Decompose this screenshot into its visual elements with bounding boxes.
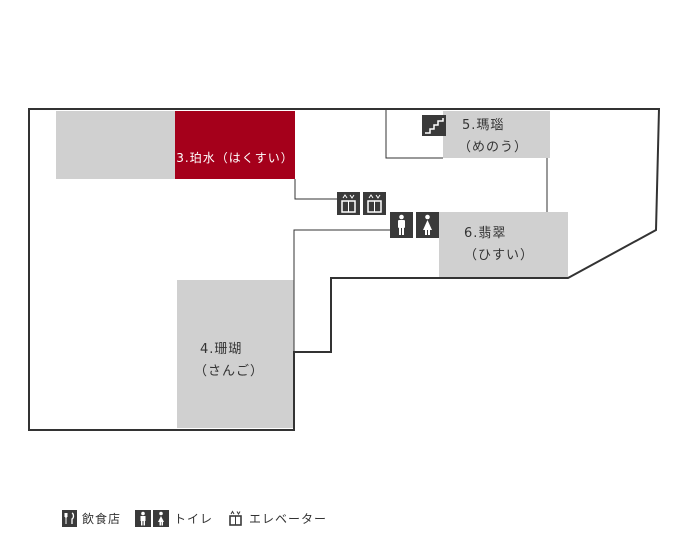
room-name: 6.翡翠 [464, 226, 507, 241]
restaurant-icon [62, 509, 77, 527]
legend-item-elevator: エレベーター [227, 509, 328, 527]
room-label-sango[interactable]: 4.珊瑚 （さんご） [194, 340, 284, 382]
legend-item-restroom: トイレ [135, 509, 214, 527]
room-name: 4.珊瑚 [200, 342, 243, 357]
room-block-sango[interactable] [177, 280, 294, 428]
room-reading: （めのう） [458, 140, 529, 155]
restroom-female-icon [416, 212, 439, 238]
legend-item-restaurant: 飲食店 [62, 509, 122, 527]
restroom-icon [135, 509, 170, 527]
room-label-menou[interactable]: 5.瑪瑙 （めのう） [458, 116, 550, 158]
restroom-male-icon [390, 212, 413, 238]
room-reading: （さんご） [194, 364, 265, 379]
room-reading: （ひすい） [464, 248, 535, 263]
elevator-icon [363, 192, 386, 215]
interior-walls [293, 110, 548, 352]
map-legend: 飲食店 トイレ エレベーター [62, 508, 341, 528]
room-block-unnamed [56, 111, 175, 179]
legend-label: 飲食店 [82, 511, 122, 526]
building-outline [28, 108, 661, 431]
legend-label: トイレ [174, 511, 214, 526]
room-name: 3.珀水（はくすい） [176, 151, 294, 165]
legend-label: エレベーター [249, 511, 328, 526]
stairs-icon [422, 115, 446, 136]
room-label-kohaku[interactable]: 3.珀水（はくすい） [175, 148, 295, 168]
room-block-hisui[interactable] [439, 212, 568, 277]
room-block-menou[interactable] [443, 111, 550, 158]
room-name: 5.瑪瑙 [462, 118, 505, 133]
room-label-hisui[interactable]: 6.翡翠 （ひすい） [452, 224, 552, 266]
elevator-icon [337, 192, 360, 215]
room-block-kohaku[interactable] [175, 111, 295, 179]
elevator-icon [227, 509, 245, 527]
